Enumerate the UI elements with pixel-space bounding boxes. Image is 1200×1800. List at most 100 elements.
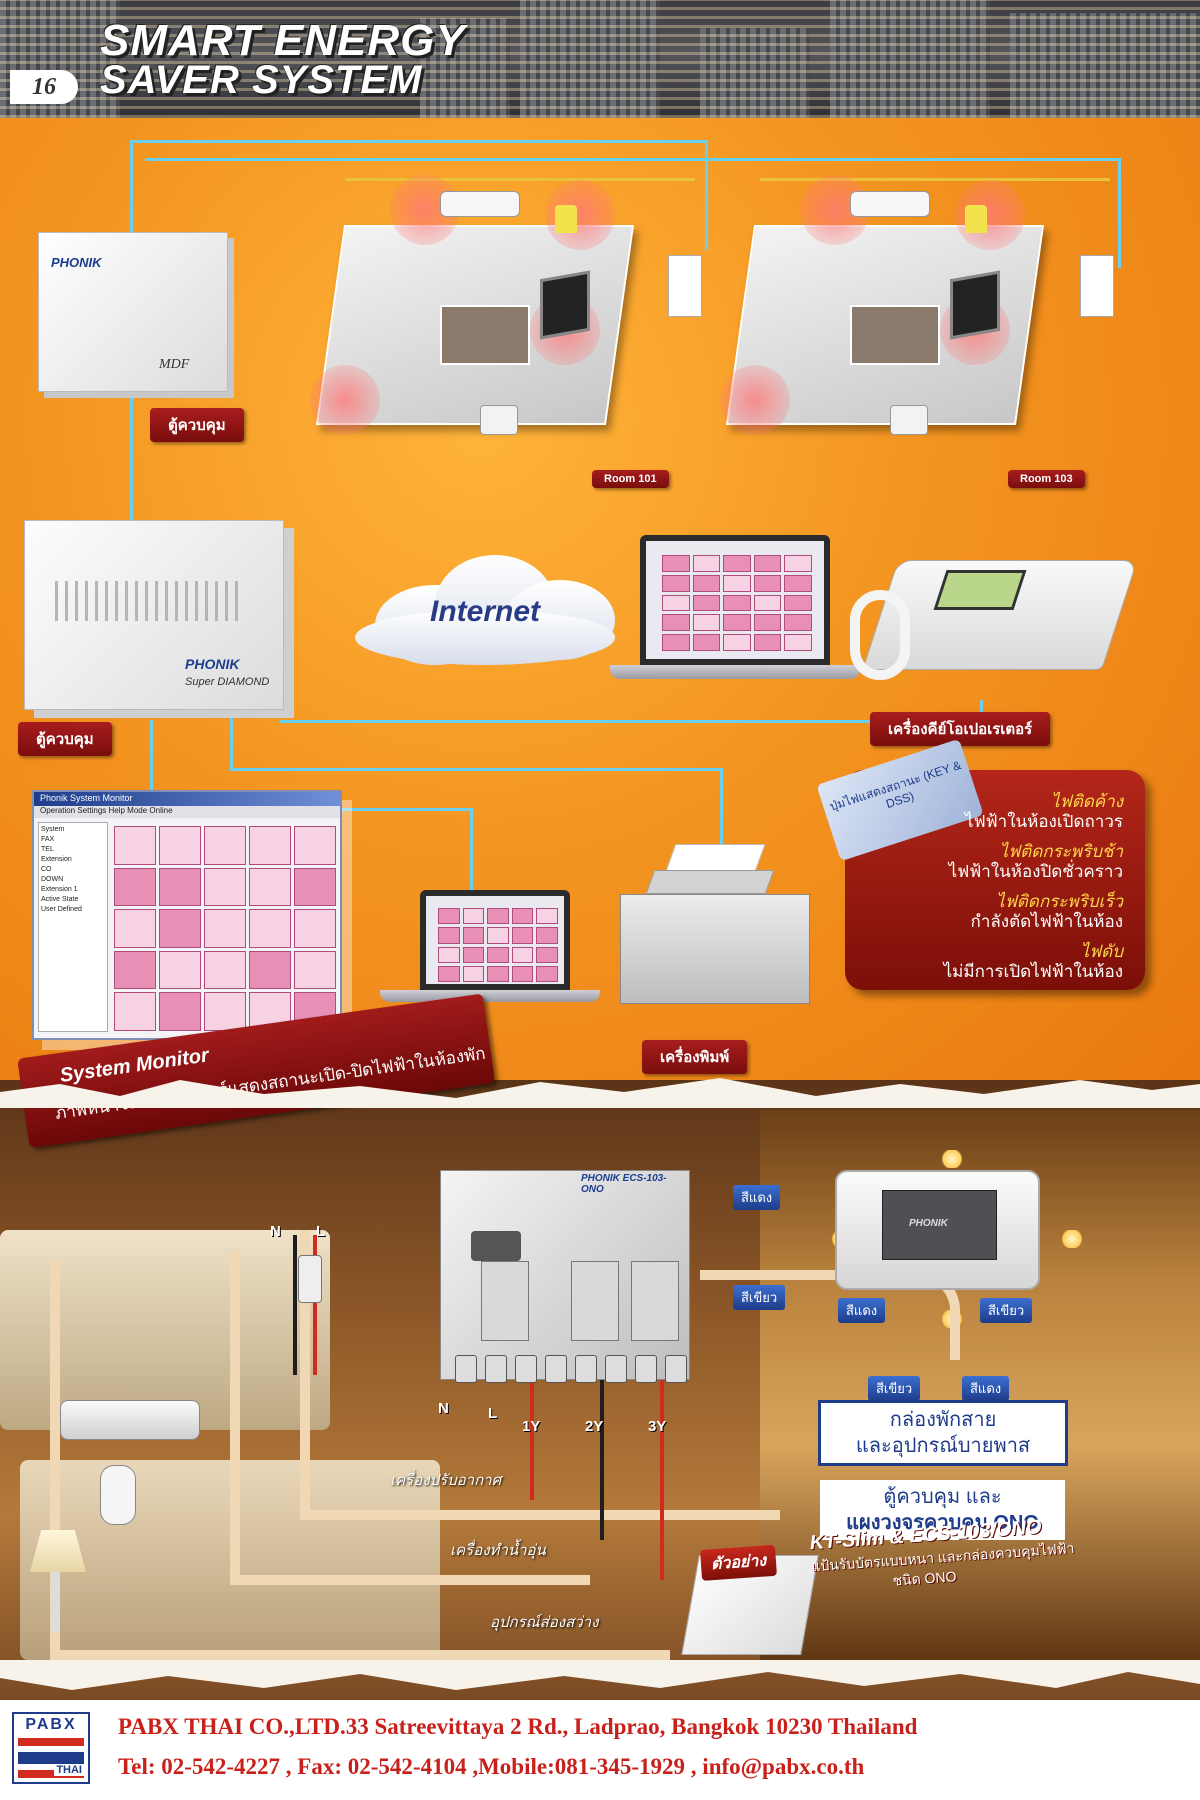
wire-color-tag: สีแดง xyxy=(838,1298,886,1323)
logo-text: THAI xyxy=(54,1764,84,1776)
system-monitor-screenshot: Phonik System Monitor Operation Settings… xyxy=(32,790,342,1040)
pabx-thai-logo: PABX THAI xyxy=(12,1712,90,1784)
pbx-model: Super DIAMOND xyxy=(185,676,270,688)
terminal-label: 3Y xyxy=(648,1418,667,1435)
wire-color-tag: สีเขียว xyxy=(980,1298,1033,1323)
junction-line: และอุปกรณ์บายพาส xyxy=(855,1435,1031,1457)
wire xyxy=(130,140,705,143)
keycard-reader-icon xyxy=(480,405,518,435)
wire xyxy=(150,720,153,810)
wire xyxy=(470,808,473,898)
mdf-brand: PHONIK xyxy=(51,255,102,270)
tree-item: Active State xyxy=(41,896,79,903)
tree-item: Extension 1 xyxy=(41,886,78,893)
status-item: ไฟติดกระพริบช้า ไฟฟ้าในห้องปิดชั่วคราว xyxy=(948,842,1123,881)
terminal-label: N xyxy=(270,1223,281,1240)
wire xyxy=(280,720,980,723)
company-contacts: Tel: 02-542-4227 , Fax: 02-542-4104 ,Mob… xyxy=(118,1754,865,1779)
printer-icon xyxy=(620,844,820,1010)
room-status-grid xyxy=(114,826,336,1031)
page-title-line1: SMART ENERGY xyxy=(100,16,466,65)
bed-icon xyxy=(850,305,940,365)
wire-color-tag: สีแดง xyxy=(962,1376,1010,1401)
tree-item: CO xyxy=(41,866,52,873)
box-brand: PHONIK xyxy=(909,1218,948,1229)
sample-badge: ตัวอย่าง xyxy=(700,1544,778,1581)
ecs-control-board: PHONIK ECS-103-ONO xyxy=(440,1170,690,1380)
wire-light xyxy=(50,1260,670,1660)
lamp-icon xyxy=(965,205,987,233)
terminal-label: L xyxy=(316,1223,326,1240)
page-number: 16 xyxy=(10,70,78,104)
wire-2y xyxy=(600,1380,604,1540)
tree-item: DOWN xyxy=(41,876,64,883)
control-box-icon xyxy=(1080,255,1114,317)
wire xyxy=(760,178,1110,181)
wire-color-tag: สีเขียว xyxy=(733,1285,786,1310)
led-status-legend: ปุ่มไฟแสดงสถานะ (KEY & DSS) ไฟติดค้าง ไฟ… xyxy=(816,738,1145,990)
wire xyxy=(230,768,720,771)
mdf-cabinet: PHONIK MDF xyxy=(38,232,228,392)
wire xyxy=(980,700,983,722)
terminal-label: 1Y xyxy=(522,1418,541,1435)
circuit-breaker-icon xyxy=(298,1255,322,1303)
cloud-label: Internet xyxy=(429,595,540,628)
tv-icon xyxy=(540,270,590,340)
tv-icon xyxy=(950,270,1000,340)
wire xyxy=(705,140,708,250)
air-conditioner-icon xyxy=(60,1400,200,1440)
pbx-caption: ตู้ควบคุม xyxy=(18,722,112,756)
sample-sub2: ชนิด ONO xyxy=(892,1568,957,1589)
junction-box-info: กล่องพักสาย และอุปกรณ์บายพาส xyxy=(818,1400,1068,1466)
wire-ac xyxy=(300,1230,780,1520)
pbx-brand: PHONIK xyxy=(185,656,240,672)
keyphone-caption: เครื่องคีย์โอเปอเรเตอร์ xyxy=(870,712,1051,746)
monitor-window-title: Phonik System Monitor xyxy=(40,793,133,803)
lamp-stand xyxy=(52,1572,60,1632)
wire xyxy=(345,178,695,181)
monitor-menu-bar: Operation Settings Help Mode Online xyxy=(34,806,340,818)
bed-icon xyxy=(440,305,530,365)
footer: PABX THAI PABX THAI CO.,LTD.33 Satreevit… xyxy=(0,1700,1200,1800)
mdf-caption: ตู้ควบคุม xyxy=(150,408,244,442)
tree-item: User Defined xyxy=(41,906,82,913)
board-brand: PHONIK ECS-103-ONO xyxy=(581,1173,667,1195)
room-label: Room 101 xyxy=(592,470,669,488)
monitor-tree: System FAX TEL Extension CO DOWN Extensi… xyxy=(38,822,108,1032)
internet-cloud-icon: Internet xyxy=(355,555,615,665)
wire-1y xyxy=(530,1380,534,1500)
mdf-text: MDF xyxy=(159,357,190,372)
wire-3y xyxy=(660,1380,664,1580)
load-label-heater: เครื่องทำน้ำอุ่น xyxy=(450,1542,546,1559)
status-item: ไฟติดกระพริบเร็ว กำลังตัดไฟฟ้าในห้อง xyxy=(970,892,1123,931)
page-title-line2: SAVER SYSTEM xyxy=(100,58,423,102)
tree-item: Extension xyxy=(41,856,72,863)
operator-key-phone-icon xyxy=(850,550,1138,700)
company-address: PABX THAI CO.,LTD.33 Satreevittaya 2 Rd.… xyxy=(118,1714,918,1739)
load-label-ac: เครื่องปรับอากาศ xyxy=(390,1472,502,1489)
wire-heater xyxy=(230,1250,590,1585)
tree-item: TEL xyxy=(41,846,54,853)
air-conditioner-icon xyxy=(850,191,930,217)
wire-live xyxy=(313,1235,317,1375)
logo-text: PABX xyxy=(25,1716,77,1733)
terminal-label: L xyxy=(488,1405,498,1422)
wire-color-tag: สีแดง xyxy=(733,1185,781,1210)
keycard-wall-box: PHONIK xyxy=(835,1170,1040,1290)
wire xyxy=(1118,158,1121,268)
room-101-diagram xyxy=(310,175,635,435)
wire-neutral xyxy=(293,1235,297,1375)
tree-item: FAX xyxy=(41,836,55,843)
transformer-icon xyxy=(471,1231,521,1261)
tree-item: System xyxy=(41,826,65,833)
wire xyxy=(145,158,1120,161)
status-item: ไฟดับ ไม่มีการเปิดไฟฟ้าในห้อง xyxy=(943,942,1123,981)
wire-cable xyxy=(700,1270,960,1360)
wire xyxy=(720,768,723,878)
room-label: Room 103 xyxy=(1008,470,1085,488)
control-box-icon xyxy=(668,255,702,317)
wire xyxy=(230,715,233,770)
load-label-light: อุปกรณ์ส่องสว่าง xyxy=(490,1614,599,1631)
water-heater-icon xyxy=(100,1465,136,1525)
room-103-diagram xyxy=(720,175,1045,435)
